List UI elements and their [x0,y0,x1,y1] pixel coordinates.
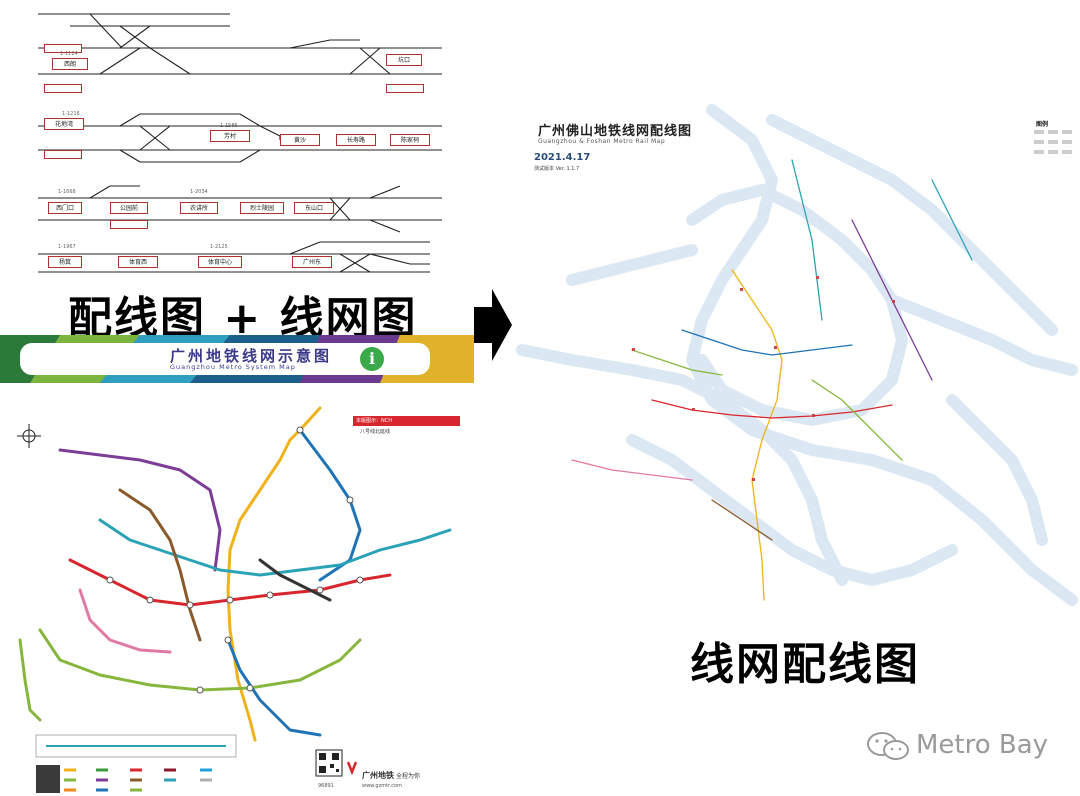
station-box: 体育中心 [198,256,242,268]
banner-title-pill: 广州地铁线网示意图 Guangzhou Metro System Map i [20,343,430,375]
info-icon: i [360,347,384,371]
gz-metro-hotline: 96891 [318,783,334,789]
track-layout-diagram: 西朗 坑口 1-1124 花地湾 芳村 黄沙 长寿路 陈家祠 1-1216 1-… [30,0,460,280]
track-tag: 1-2125 [210,244,228,250]
station-box: 西门口 [48,202,82,214]
wechat-icon [867,732,909,760]
track-station-block [386,84,424,93]
gz-metro-brand: 广州地铁 [362,771,394,780]
arrow-right-icon [474,289,512,361]
metro-bay-watermark: Metro Bay [864,728,1064,762]
gz-metro-slogan: 全程为你 [396,773,421,780]
gz-metro-banner: 广州地铁线网示意图 Guangzhou Metro System Map i [0,335,474,383]
gf-map-date: 2021.4.17 [534,152,591,163]
station-box: 东山口 [294,202,334,214]
watermark-text: Metro Bay [916,730,1049,760]
station-box: 体育西 [118,256,158,268]
station-box: 陈家祠 [390,134,430,146]
track-station-block [110,220,148,229]
gf-legend-title: 图例 [1036,121,1049,128]
station-box: 芳村 [210,130,250,142]
qr-code-icon [315,749,343,777]
gz-metro-lines [17,406,452,793]
gf-map-graphics [516,104,1078,606]
station-box: 西朗 [52,58,88,70]
station-box: 黄沙 [280,134,320,146]
station-box: 公园前 [110,202,148,214]
track-tag: 1-1668 [58,189,76,195]
track-station-block [44,150,82,159]
gf-map-subtitle: Guangzhou & Foshan Metro Rail Map [538,138,666,145]
track-station-block [44,44,82,53]
caption-network-track-map: 线网配线图 [690,639,920,690]
station-box: 坑口 [386,54,422,66]
gz-map-title: 广州地铁线网示意图 [170,347,333,365]
station-box: 农讲所 [180,202,218,214]
track-tag: 1-1124 [60,51,78,57]
gz-map-notice: 本版图示：NCH [353,416,460,426]
station-box: 烈士陵园 [240,202,284,214]
track-tag: 1-2034 [190,189,208,195]
station-box: 杨箕 [48,256,82,268]
track-tag: 1-1216 [62,111,80,117]
gz-foshan-track-network-map: 广州佛山地铁线网配线图 Guangzhou & Foshan Metro Rai… [512,100,1080,620]
gf-map-title: 广州佛山地铁线网配线图 [538,124,693,139]
track-lines [38,13,442,273]
station-box: 花地湾 [44,118,84,130]
station-box: 广州东 [292,256,332,268]
gz-map-subtitle: Guangzhou Metro System Map [170,363,296,371]
track-tag: 1-1967 [58,244,76,250]
gz-map-notice-sub: 八号线北延线 [360,429,391,435]
gf-map-version: 测试版本 Ver. 1.1.7 [534,166,580,172]
gz-metro-website: www.gzmtr.com [362,783,402,789]
station-box: 长寿路 [336,134,376,146]
track-station-block [44,84,82,93]
track-tag: 1-1586 [220,123,238,129]
gz-metro-system-map: 本版图示：NCH 八号线北延线 广州地铁 全程为你 www.gzmtr.com … [0,400,474,796]
compass-icon [17,424,41,448]
